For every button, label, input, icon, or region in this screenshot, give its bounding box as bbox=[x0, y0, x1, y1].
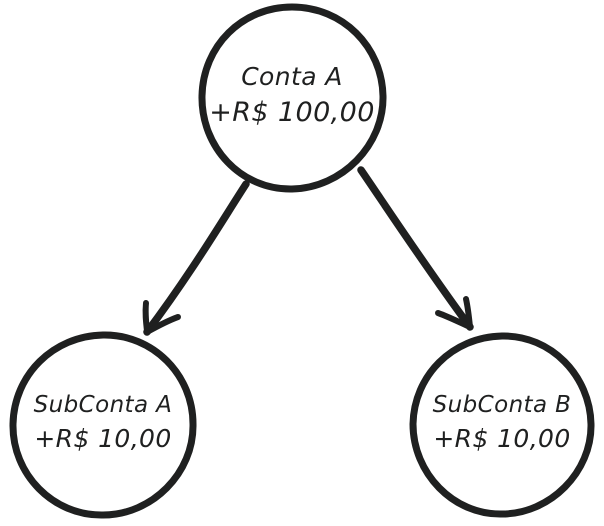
node-conta-a-circle bbox=[198, 3, 387, 193]
node-conta-a[interactable]: Conta A +R$ 100,00 bbox=[198, 3, 387, 193]
node-subconta-b-title: SubConta B bbox=[433, 392, 572, 418]
node-conta-a-title: Conta A bbox=[241, 62, 343, 91]
node-subconta-a-title: SubConta A bbox=[34, 392, 173, 418]
node-subconta-a[interactable]: SubConta A +R$ 10,00 bbox=[9, 331, 197, 519]
node-subconta-b-amount: +R$ 10,00 bbox=[433, 424, 570, 453]
node-subconta-b[interactable]: SubConta B +R$ 10,00 bbox=[409, 332, 595, 518]
node-subconta-a-circle bbox=[9, 331, 197, 519]
node-subconta-a-amount: +R$ 10,00 bbox=[34, 424, 171, 453]
edge-left-arrowhead-barb-1 bbox=[142, 300, 150, 334]
node-subconta-b-circle bbox=[409, 332, 595, 518]
edge-right-arrowhead-barb-2 bbox=[435, 310, 473, 330]
edge-left-shaft bbox=[143, 180, 250, 336]
node-conta-a-amount: +R$ 100,00 bbox=[209, 97, 375, 128]
edge-right-shaft bbox=[357, 166, 474, 331]
edge-left-arrowhead-barb-2 bbox=[144, 314, 181, 335]
edge-conta-a-to-subconta-a[interactable] bbox=[142, 180, 250, 336]
edge-conta-a-to-subconta-b[interactable] bbox=[357, 166, 474, 331]
